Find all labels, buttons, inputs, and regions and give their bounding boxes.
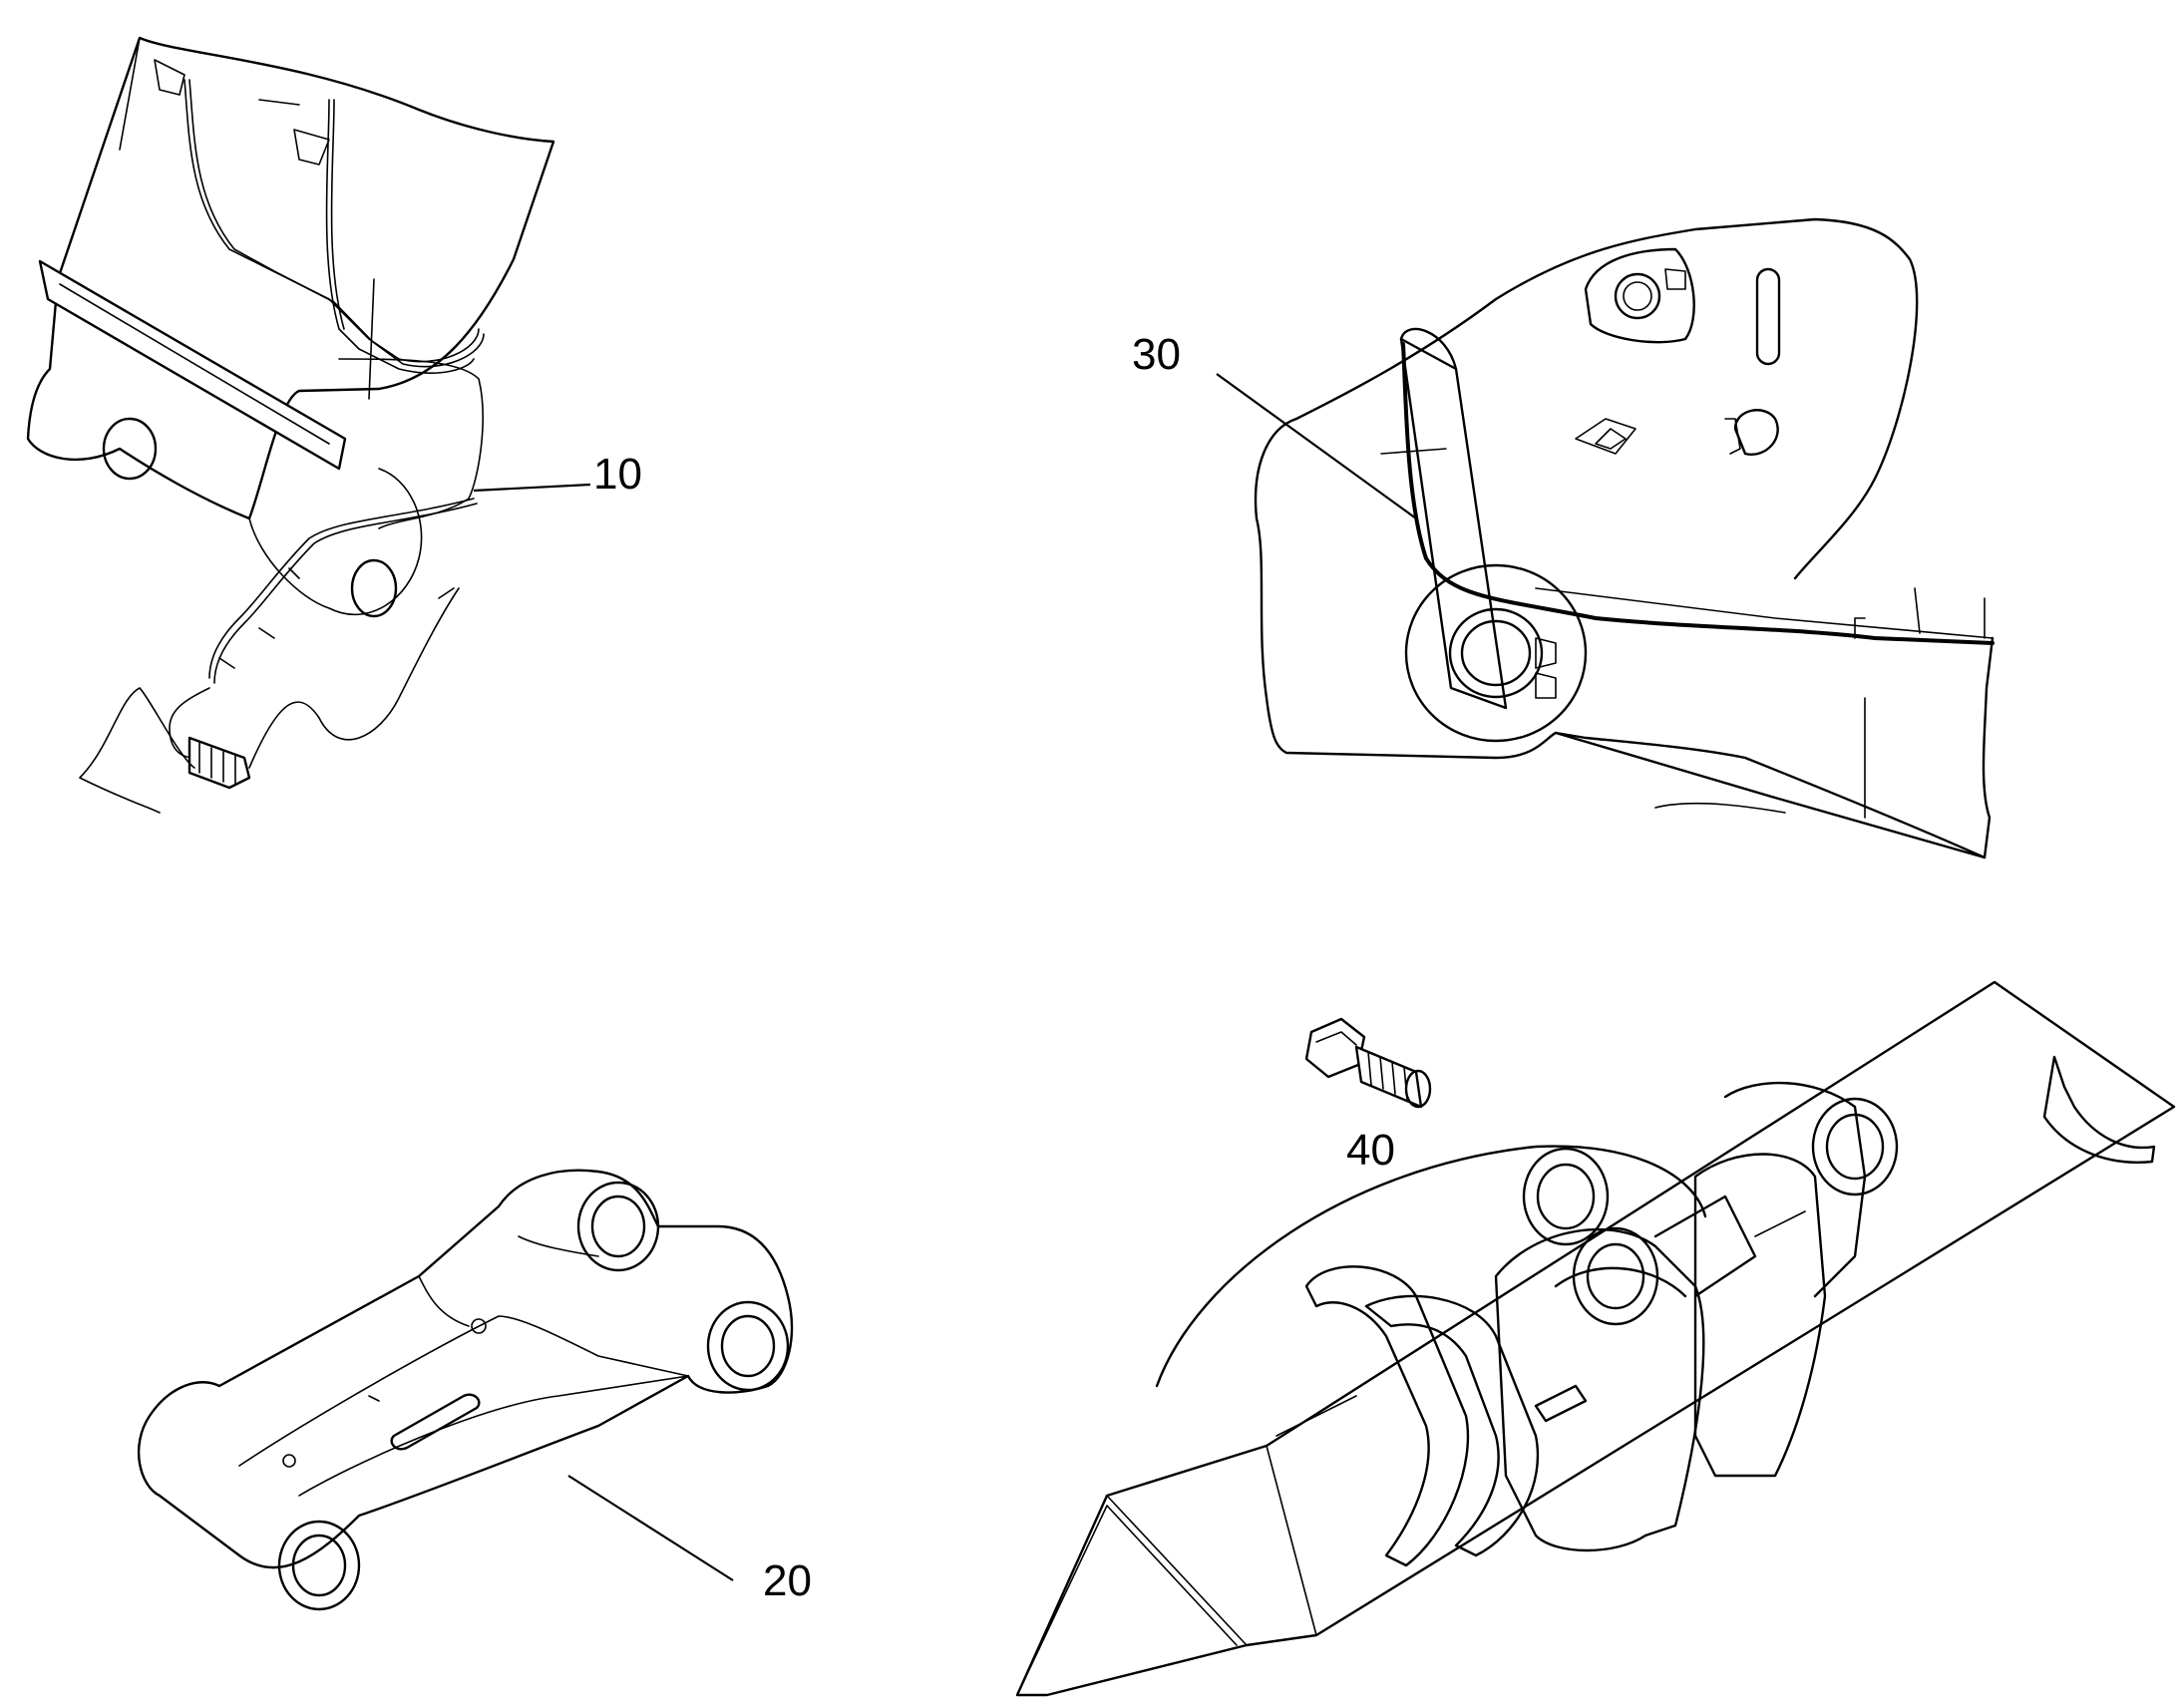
bucket-coupler-assembly-drawing: [1015, 980, 2176, 1697]
callout-10: 10: [593, 450, 642, 499]
boom-wiring-harness-drawing: [26, 36, 555, 814]
link-arm-drawing: [137, 1169, 794, 1611]
boom-head-cable-drawing: [1254, 217, 1995, 859]
callout-30-leader: [1216, 373, 1417, 519]
callout-30: 30: [1132, 330, 1181, 379]
callout-40: 40: [1346, 1126, 1395, 1175]
callout-10-leader: [473, 483, 591, 493]
callout-20-leader: [567, 1475, 734, 1581]
fitting-bolt-drawing: [1304, 1017, 1432, 1109]
callout-20: 20: [763, 1556, 812, 1605]
